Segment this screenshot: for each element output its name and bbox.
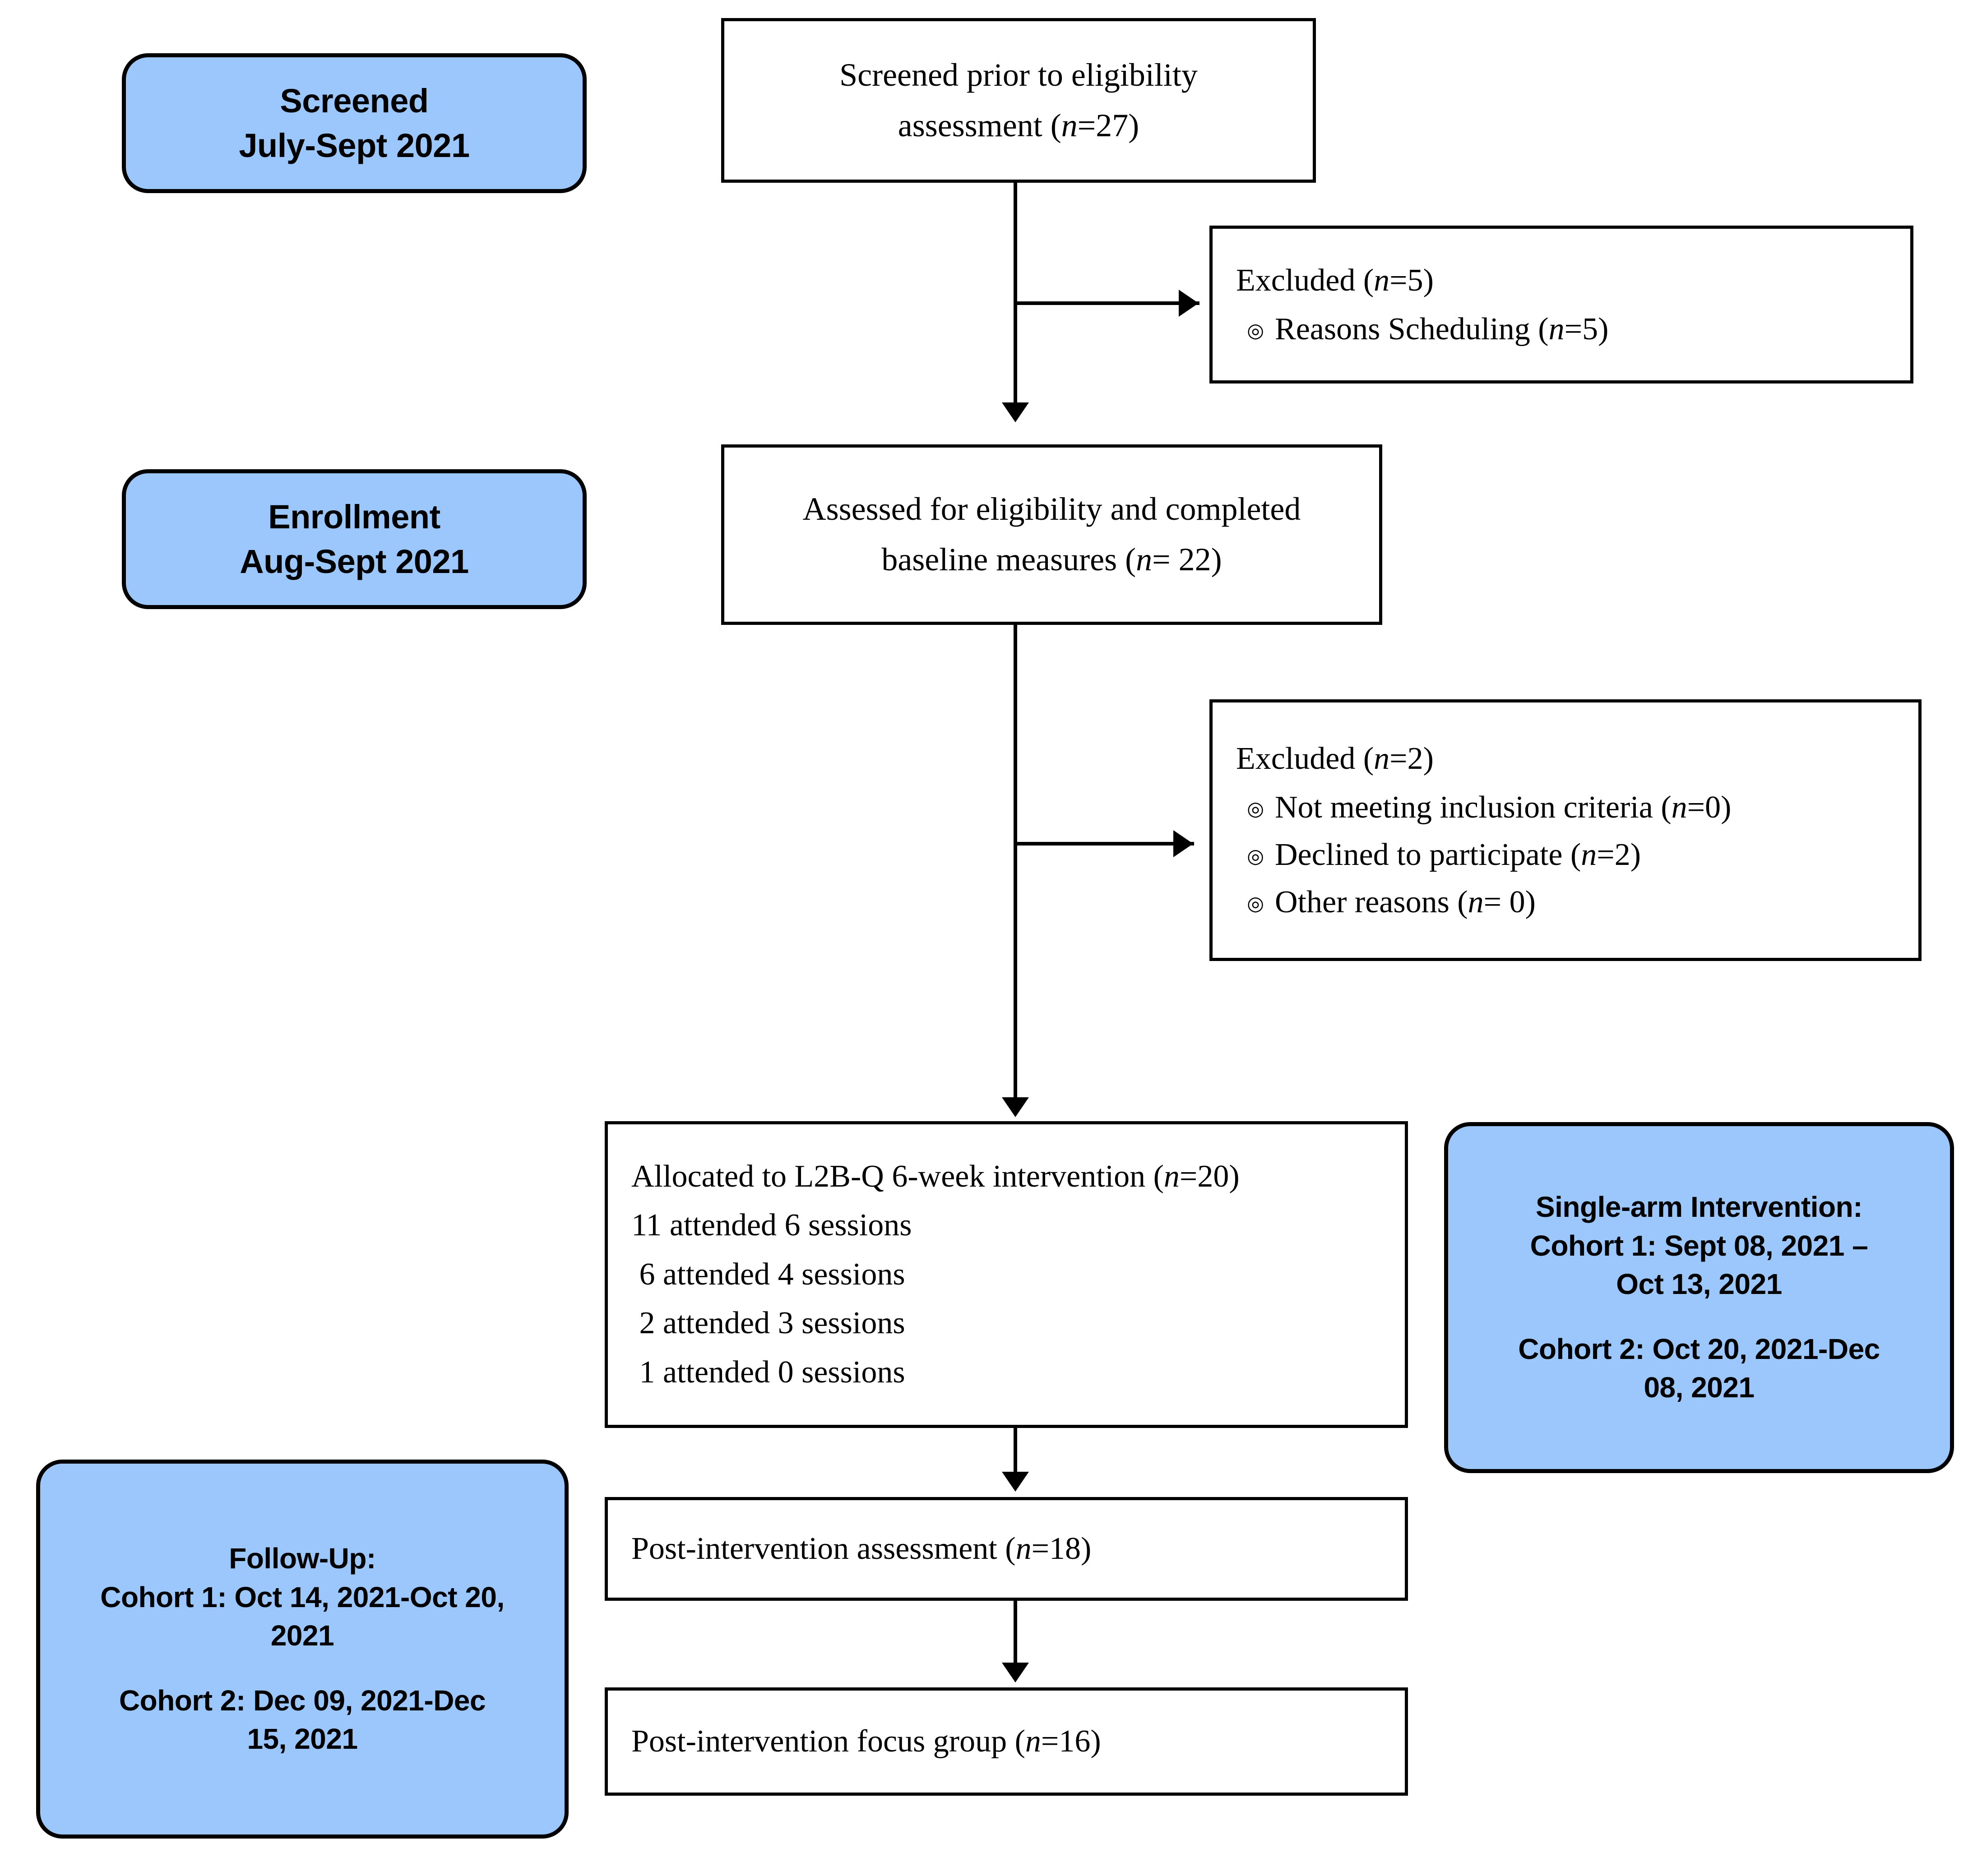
arrowhead-post-assessment-to-focus-group — [1002, 1663, 1029, 1682]
screened-prior-n-pre: assessment ( — [898, 107, 1061, 143]
node-post-intervention-assessment: Post-intervention assessment (n=18) — [605, 1497, 1408, 1601]
stage-label-enrollment: Enrollment Aug-Sept 2021 — [122, 469, 587, 609]
stage-screened-line2: July-Sept 2021 — [239, 127, 470, 164]
excluded-2-bullet-2-n: n — [1468, 884, 1484, 920]
excluded-1-bullet-0-post: =5) — [1564, 311, 1609, 347]
excluded-2-bullet-0-n: n — [1671, 790, 1687, 825]
excluded-1-bullet-0-text: Reasons Scheduling (n=5) — [1275, 305, 1887, 353]
excluded-1-bullet-0: ◎ Reasons Scheduling (n=5) — [1236, 305, 1887, 353]
stage-label-follow-up: Follow-Up: Cohort 1: Oct 14, 2021-Oct 20… — [36, 1460, 569, 1839]
spiral-bullet-icon: ◎ — [1247, 319, 1264, 342]
node-assessed-line2: baseline measures (n= 22) — [747, 535, 1357, 585]
stage-intervention-line1: Single-arm Intervention: — [1535, 1190, 1863, 1223]
excluded-1-bullet-0-n: n — [1548, 311, 1565, 347]
spiral-bullet-icon: ◎ — [1247, 798, 1264, 820]
excluded-2-bullet-1-post: =2) — [1597, 837, 1641, 872]
node-excluded-1: Excluded (n=5) ◎ Reasons Scheduling (n=5… — [1209, 226, 1913, 384]
focus-group-n-symbol: n — [1025, 1724, 1041, 1759]
spiral-bullet-icon: ◎ — [1247, 845, 1264, 867]
stage-label-screened: Screened July-Sept 2021 — [122, 53, 587, 193]
assessed-n-symbol: n — [1136, 541, 1153, 578]
post-assessment-n-post: =18) — [1031, 1531, 1092, 1566]
excluded-2-bullet-0-post: =0) — [1687, 790, 1732, 825]
node-excluded-2: Excluded (n=2) ◎ Not meeting inclusion c… — [1209, 699, 1922, 961]
excluded-2-bullet-0-pre: Not meeting inclusion criteria ( — [1275, 790, 1672, 825]
excluded-2-bullet-2-post: = 0) — [1483, 884, 1536, 920]
allocated-sessions-3: 2 attended 3 sessions — [631, 1306, 905, 1341]
post-assessment-n-pre: Post-intervention assessment ( — [631, 1531, 1016, 1566]
connector-allocated-to-post-assessment — [1014, 1428, 1017, 1475]
excluded-2-bullet-0: ◎ Not meeting inclusion criteria (n=0) — [1236, 784, 1895, 831]
connector-post-assessment-to-focus-group — [1014, 1601, 1017, 1666]
node-screened-prior-to-eligibility: Screened prior to eligibility assessment… — [721, 18, 1316, 183]
node-allocated-intervention: Allocated to L2B-Q 6-week intervention (… — [605, 1121, 1408, 1428]
excluded-1-heading-post: =5) — [1389, 263, 1434, 298]
node-screened-prior-line2: assessment (n=27) — [751, 101, 1286, 151]
connector-trunk-screened-to-assessed — [1014, 183, 1017, 408]
stage-label-single-arm-intervention: Single-arm Intervention: Cohort 1: Sept … — [1444, 1122, 1954, 1473]
excluded-2-bullet-1: ◎ Declined to participate (n=2) — [1236, 831, 1895, 878]
screened-prior-n-symbol: n — [1061, 107, 1078, 143]
assessed-n-pre: baseline measures ( — [881, 541, 1136, 578]
allocated-sessions-4: 6 attended 4 sessions — [631, 1257, 905, 1292]
excluded-2-heading-pre: Excluded ( — [1236, 741, 1374, 776]
excluded-2-heading: Excluded (n=2) — [1236, 735, 1895, 784]
node-screened-prior-line1: Screened prior to eligibility — [839, 56, 1198, 93]
stage-followup-line2: Cohort 1: Oct 14, 2021-Oct 20, — [100, 1580, 505, 1613]
post-assessment-line1: Post-intervention assessment (n=18) — [631, 1525, 1381, 1574]
assessed-n-post: = 22) — [1152, 541, 1222, 578]
stage-intervention-line4: Cohort 2: Oct 20, 2021-Dec — [1518, 1332, 1880, 1365]
stage-followup-line4: Cohort 2: Dec 09, 2021-Dec — [119, 1684, 486, 1717]
excluded-2-bullet-1-n: n — [1581, 837, 1597, 872]
node-assessed-for-eligibility: Assessed for eligibility and completed b… — [721, 444, 1382, 625]
allocated-sessions-0: 1 attended 0 sessions — [631, 1354, 905, 1390]
excluded-1-bullet-0-pre: Reasons Scheduling ( — [1275, 311, 1549, 347]
arrowhead-assessed-to-allocated — [1002, 1097, 1029, 1117]
stage-enrollment-line1: Enrollment — [268, 498, 440, 536]
excluded-2-n-symbol: n — [1374, 741, 1390, 776]
excluded-2-bullet-2: ◎ Other reasons (n= 0) — [1236, 878, 1895, 926]
excluded-2-bullet-0-text: Not meeting inclusion criteria (n=0) — [1275, 784, 1895, 831]
post-assessment-n-symbol: n — [1015, 1531, 1032, 1566]
excluded-1-heading-pre: Excluded ( — [1236, 263, 1374, 298]
allocated-line1: Allocated to L2B-Q 6-week intervention (… — [631, 1152, 1381, 1201]
stage-intervention-line2: Cohort 1: Sept 08, 2021 – — [1530, 1229, 1868, 1262]
stage-followup-line3: 2021 — [270, 1619, 334, 1652]
connector-branch-to-excluded-1 — [1014, 301, 1199, 305]
excluded-2-heading-post: =2) — [1389, 741, 1434, 776]
arrowhead-allocated-to-post-assessment — [1002, 1472, 1029, 1492]
stage-followup-line1: Follow-Up: — [229, 1542, 376, 1575]
stage-enrollment-line2: Aug-Sept 2021 — [240, 543, 469, 580]
arrowhead-screened-to-assessed — [1002, 402, 1029, 422]
focus-group-n-post: =16) — [1041, 1724, 1101, 1759]
allocated-n-post: =20) — [1179, 1159, 1240, 1194]
spiral-bullet-icon: ◎ — [1247, 892, 1264, 915]
stage-followup-line5: 15, 2021 — [247, 1723, 358, 1756]
allocated-n-symbol: n — [1163, 1159, 1180, 1194]
arrowhead-to-excluded-1 — [1179, 290, 1199, 317]
excluded-2-bullet-2-text: Other reasons (n= 0) — [1275, 878, 1895, 926]
stage-intervention-line3: Oct 13, 2021 — [1616, 1268, 1782, 1301]
excluded-2-bullet-1-text: Declined to participate (n=2) — [1275, 831, 1895, 878]
excluded-2-bullet-2-pre: Other reasons ( — [1275, 884, 1468, 920]
connector-branch-to-excluded-2 — [1014, 842, 1194, 846]
excluded-2-bullet-1-pre: Declined to participate ( — [1275, 837, 1581, 872]
allocated-n-pre: Allocated to L2B-Q 6-week intervention ( — [631, 1159, 1164, 1194]
focus-group-line1: Post-intervention focus group (n=16) — [631, 1717, 1381, 1766]
allocated-sessions-6: 11 attended 6 sessions — [631, 1208, 912, 1243]
node-post-intervention-focus-group: Post-intervention focus group (n=16) — [605, 1687, 1408, 1796]
connector-trunk-assessed-to-allocated — [1014, 625, 1017, 1101]
node-assessed-line1: Assessed for eligibility and completed — [802, 491, 1301, 527]
excluded-1-n-symbol: n — [1374, 263, 1390, 298]
excluded-1-heading: Excluded (n=5) — [1236, 256, 1887, 305]
screened-prior-n-post: =27) — [1077, 107, 1139, 143]
stage-screened-line1: Screened — [280, 82, 429, 120]
focus-group-n-pre: Post-intervention focus group ( — [631, 1724, 1025, 1759]
stage-intervention-line5: 08, 2021 — [1644, 1371, 1755, 1404]
arrowhead-to-excluded-2 — [1173, 830, 1193, 857]
